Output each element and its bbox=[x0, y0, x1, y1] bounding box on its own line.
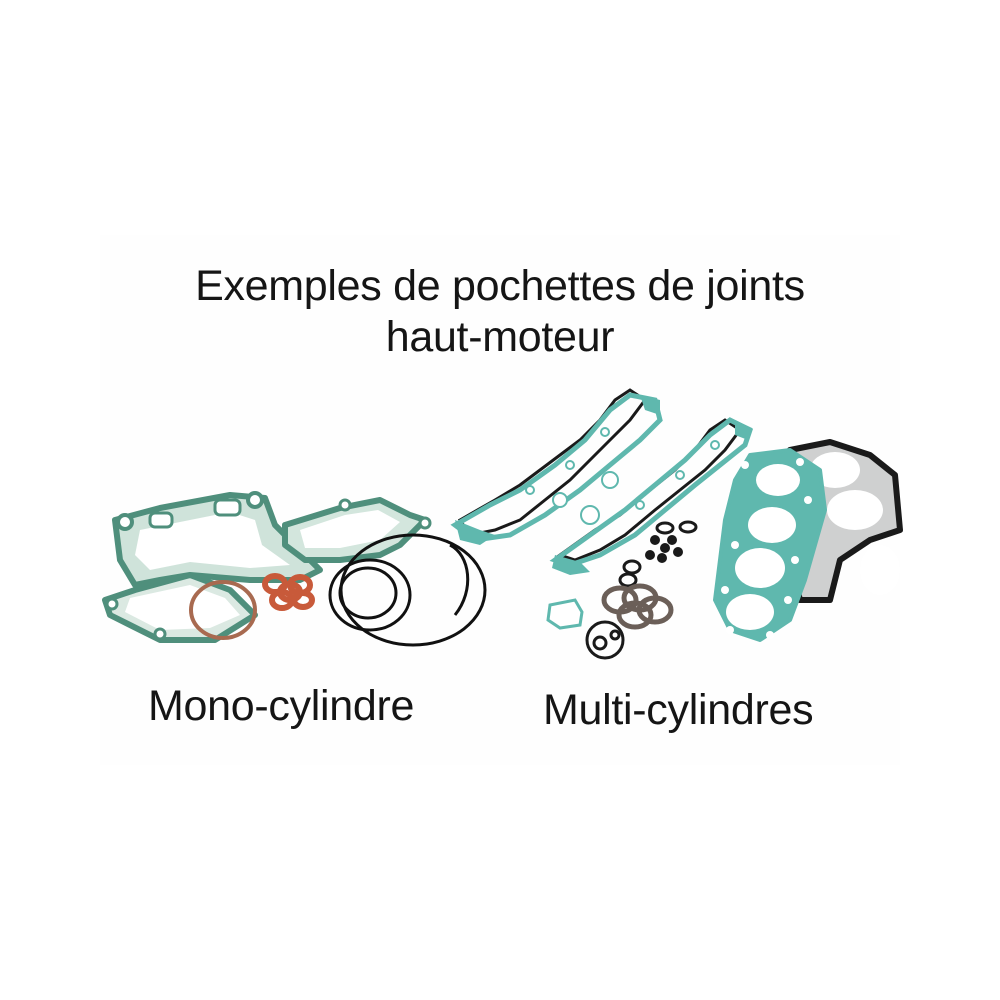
title-line-1: Exemples de pochettes de joints bbox=[195, 262, 805, 310]
metal-rings bbox=[601, 583, 674, 630]
o-rings bbox=[328, 533, 487, 647]
valve-seals bbox=[618, 520, 698, 588]
section-label-multi-cylindres: Multi-cylindres bbox=[543, 686, 814, 734]
multi-cylinder-gasket-kit-illustration bbox=[449, 388, 903, 660]
copper-washers bbox=[262, 573, 315, 611]
title-line-2: haut-moteur bbox=[385, 313, 615, 361]
small-o-rings bbox=[585, 620, 625, 660]
section-label-mono-cylindre: Mono-cylindre bbox=[148, 682, 415, 730]
single-cylinder-gasket-kit-illustration bbox=[102, 491, 487, 647]
